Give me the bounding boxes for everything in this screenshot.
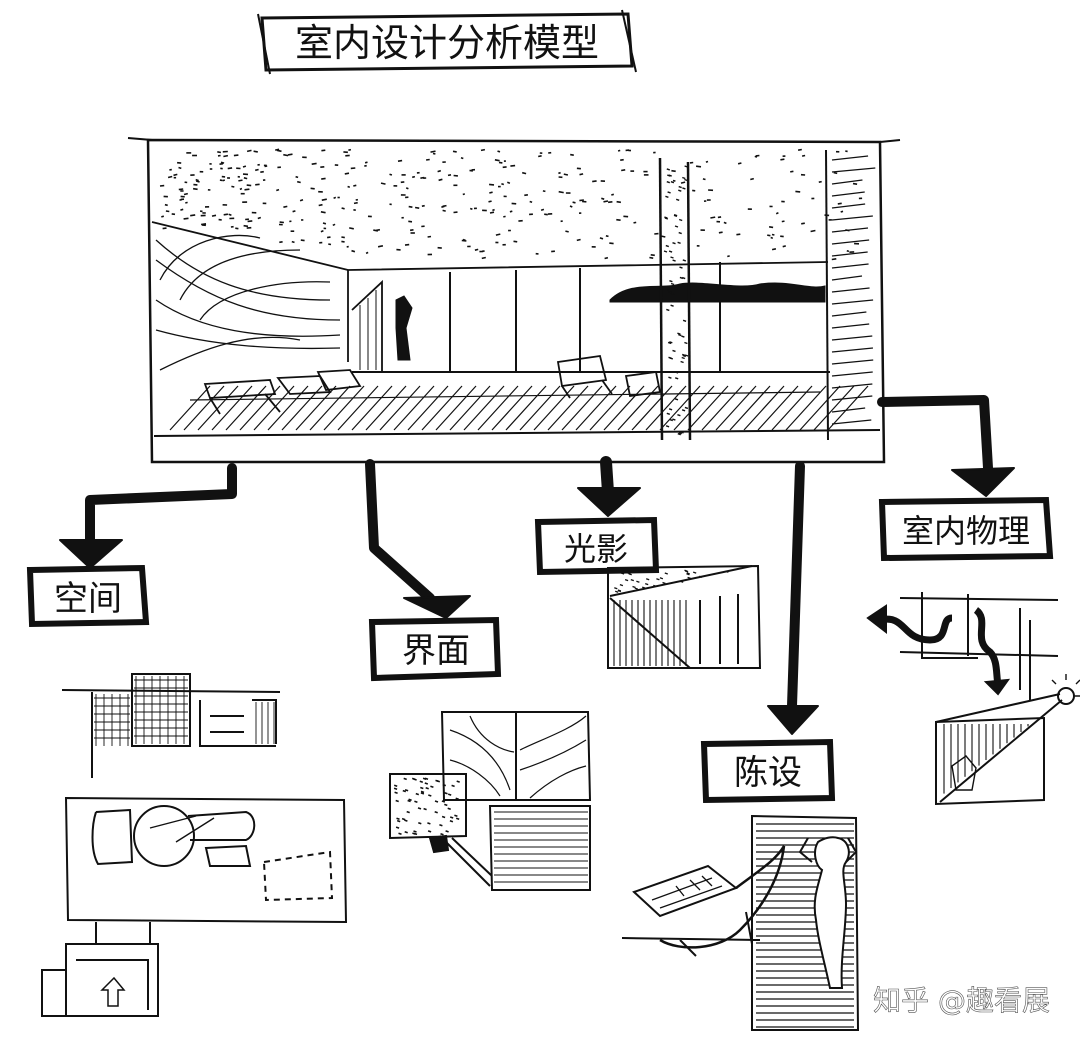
furnishing-sketch <box>621 814 860 1031</box>
node-furnishing: 陈设 <box>700 738 836 804</box>
diagram-title: 室内设计分析模型 <box>295 21 599 65</box>
left-wall-pattern <box>155 234 341 371</box>
node-physics-label: 室内物理 <box>902 512 1030 550</box>
ceiling-texture <box>159 148 863 261</box>
node-furnishing-label: 陈设 <box>734 753 802 793</box>
physics-sketch <box>866 592 1080 806</box>
furniture-sketch <box>203 354 662 415</box>
node-interface: 界面 <box>368 616 502 682</box>
title-box: 室内设计分析模型 <box>257 9 637 75</box>
node-light: 光影 <box>534 516 660 576</box>
node-space-label: 空间 <box>54 579 122 619</box>
watermark: 知乎 @趣看展 <box>873 984 1050 1017</box>
interface-sketch <box>389 711 592 891</box>
space-plan-sketches <box>41 673 348 1017</box>
node-space: 空间 <box>26 564 150 628</box>
light-sketch <box>607 564 762 669</box>
node-physics: 室内物理 <box>878 496 1054 562</box>
node-interface-label: 界面 <box>402 631 470 671</box>
flow-arrows <box>59 395 1015 735</box>
floor-texture <box>169 385 869 431</box>
interior-perspective-sketch <box>127 137 901 464</box>
node-light-label: 光影 <box>564 530 628 568</box>
